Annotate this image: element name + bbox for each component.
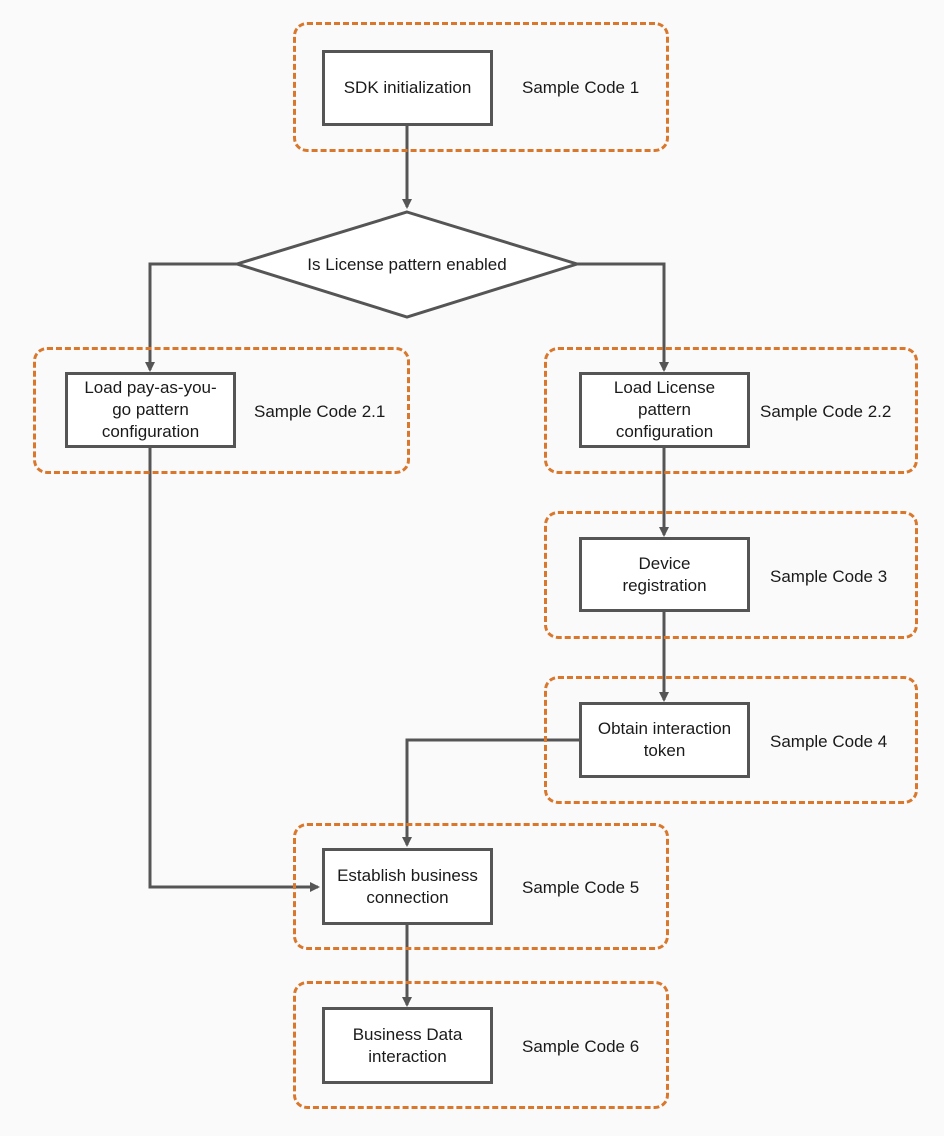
arrow-decision-to-payg [145, 262, 237, 372]
decision-diamond [231, 210, 583, 319]
step-load-license-config: Load License pattern configuration [579, 372, 750, 448]
arrow-payg-to-business [148, 448, 320, 892]
group-sample-3 [544, 511, 918, 639]
step-business-data-interaction-label: Business Data interaction [352, 1024, 463, 1066]
step-obtain-token-label: Obtain interaction token [597, 719, 732, 760]
step-load-payg-config: Load pay-as-you- go pattern configuratio… [65, 372, 236, 448]
arrow-token-to-business [402, 738, 580, 847]
group-sample-2-1 [33, 347, 410, 474]
step-device-registration-label: Device registration [622, 553, 707, 595]
group-sample-6 [293, 981, 669, 1109]
sample-code-3-label: Sample Code 3 [770, 567, 888, 586]
sample-code-1-label: Sample Code 1 [522, 78, 640, 97]
decision-label: Is License pattern enabled [307, 255, 507, 274]
group-sample-5 [293, 823, 669, 950]
step-device-registration: Device registration [579, 537, 750, 612]
step-sdk-initialization: SDK initialization [322, 50, 493, 126]
step-load-payg-config-label: Load pay-as-you- go pattern configuratio… [84, 378, 217, 441]
group-sample-4 [544, 676, 918, 804]
group-sample-1 [293, 22, 669, 152]
step-load-license-config-label: Load License pattern configuration [613, 378, 716, 441]
step-obtain-token: Obtain interaction token [579, 702, 750, 778]
sample-code-6-label: Sample Code 6 [522, 1037, 640, 1056]
step-sdk-initialization-label: SDK initialization [343, 78, 472, 97]
step-business-data-interaction: Business Data interaction [322, 1007, 493, 1084]
sample-code-2-2-label: Sample Code 2.2 [760, 402, 892, 421]
group-sample-2-2 [544, 347, 918, 474]
arrow-decision-to-license [577, 262, 669, 372]
step-establish-business-connection: Establish business connection [322, 848, 493, 925]
sample-code-2-1-label: Sample Code 2.1 [254, 402, 386, 421]
sample-code-4-label: Sample Code 4 [770, 732, 888, 751]
step-establish-business-connection-label: Establish business connection [337, 865, 478, 907]
sample-code-5-label: Sample Code 5 [522, 878, 640, 897]
